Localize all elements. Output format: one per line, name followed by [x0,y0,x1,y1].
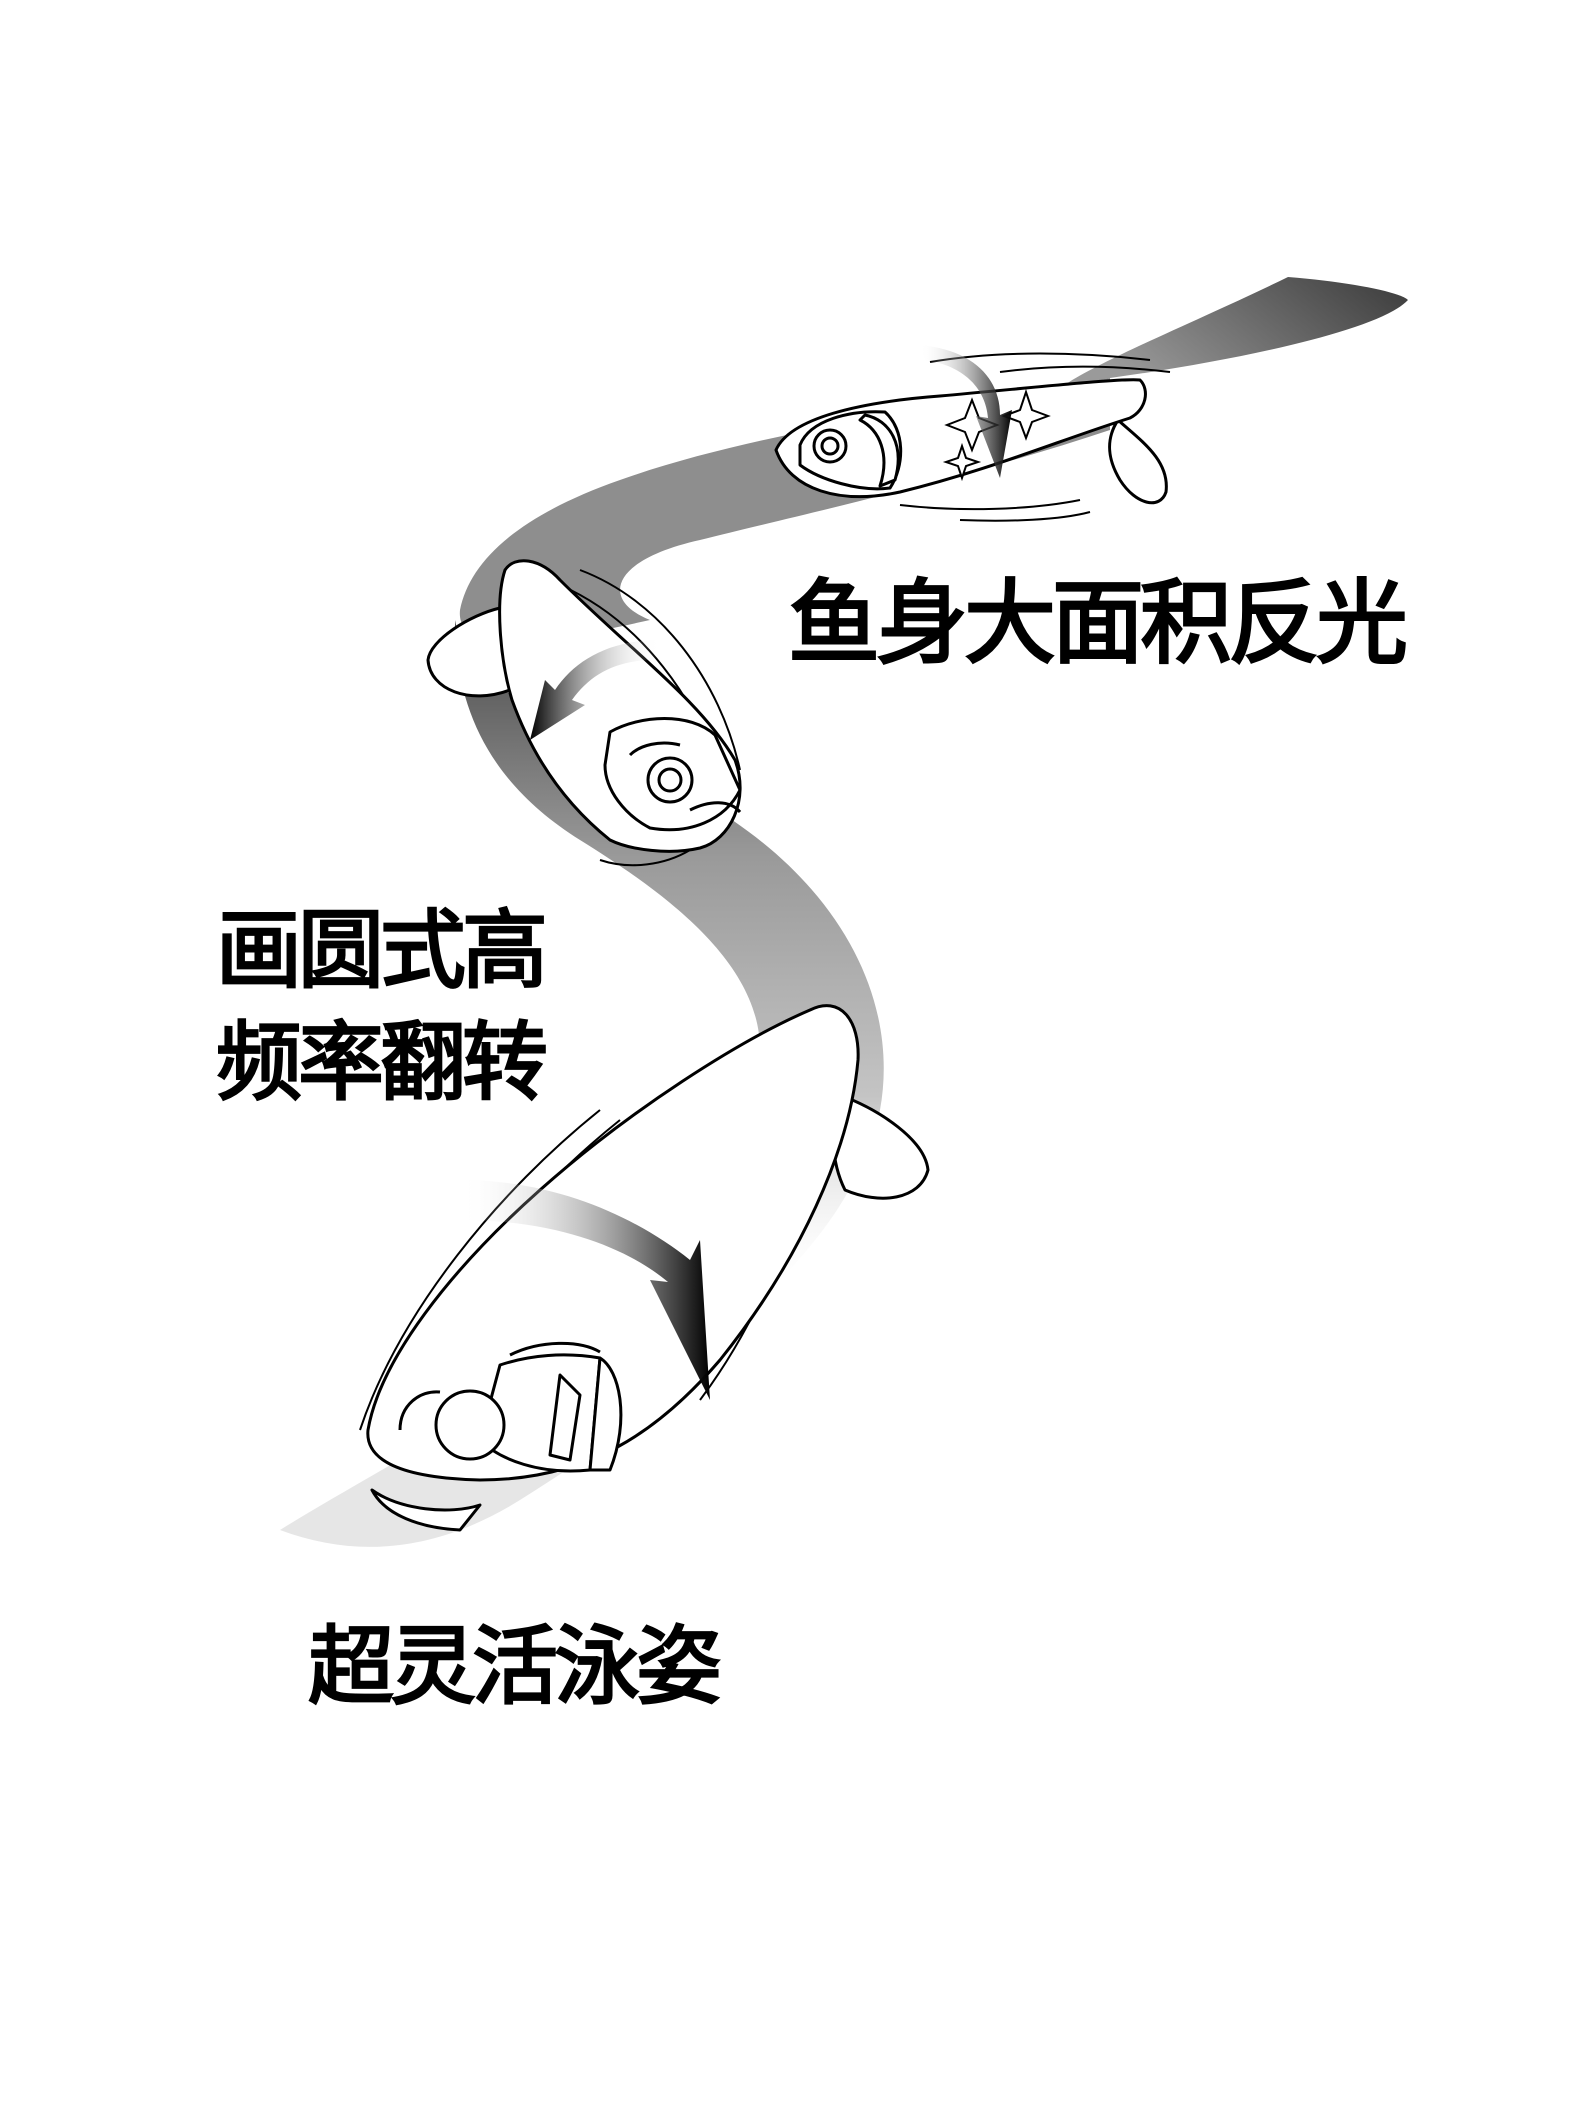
caption-rotation-line-2: 频率翻转 [216,1013,548,1113]
curved-rotation-arrow-icon [460,1180,710,1400]
trail-tail-top [1060,277,1408,388]
lure-front-view-icon [426,559,742,867]
caption-reflection: 鱼身大面积反光 [788,570,1408,677]
curved-rotation-arrow-icon [530,640,660,740]
caption-rotation-line-1: 画圆式高 [216,901,548,1001]
curved-rotation-arrow-icon [920,345,1012,478]
caption-swim-action: 超灵活泳姿 [308,1617,722,1717]
lure-side-view-icon [774,352,1171,522]
